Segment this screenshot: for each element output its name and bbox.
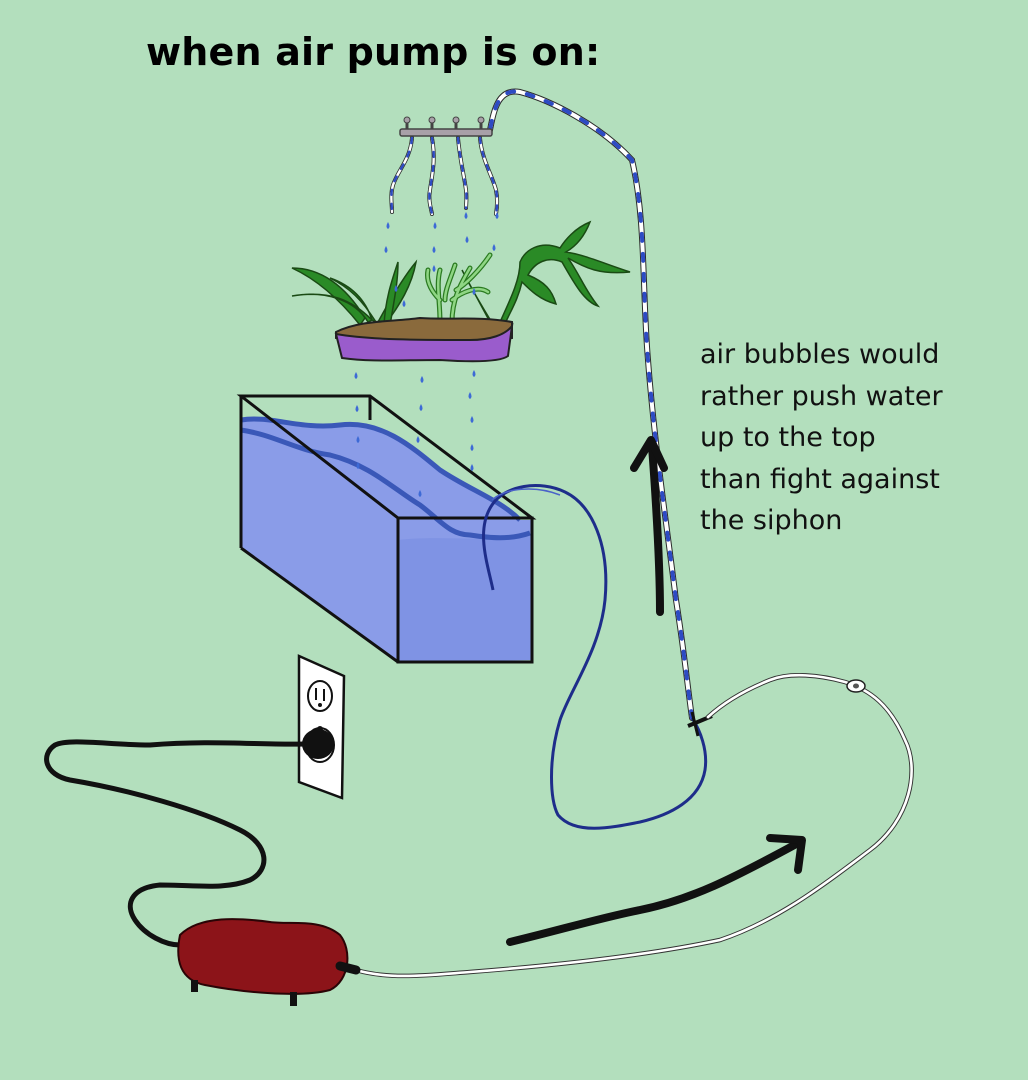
siphon-tube-icon	[482, 484, 708, 830]
grow-bed-icon	[291, 220, 631, 363]
flow-arrow-icon	[506, 834, 806, 946]
wall-outlet-icon	[297, 654, 346, 800]
annotation-line: rather push water	[700, 380, 943, 412]
air-supply-line-icon	[353, 672, 914, 979]
annotation-text: air bubbles would rather push water up t…	[700, 334, 943, 542]
fish-tank-icon	[236, 394, 537, 664]
annotation-line: air bubbles would	[700, 339, 940, 370]
air-line-icon	[487, 88, 695, 721]
annotation-line: the siphon	[700, 505, 843, 536]
diagram-title: when air pump is on:	[146, 30, 601, 74]
up-arrow-icon	[630, 436, 668, 616]
air-pump-icon	[177, 918, 361, 1006]
spray-bar-icon	[389, 116, 500, 216]
annotation-line: up to the top	[700, 422, 876, 453]
power-cord-icon	[44, 729, 334, 948]
annotation-line: than fight against	[700, 463, 940, 495]
water-drops-icon	[354, 212, 499, 497]
